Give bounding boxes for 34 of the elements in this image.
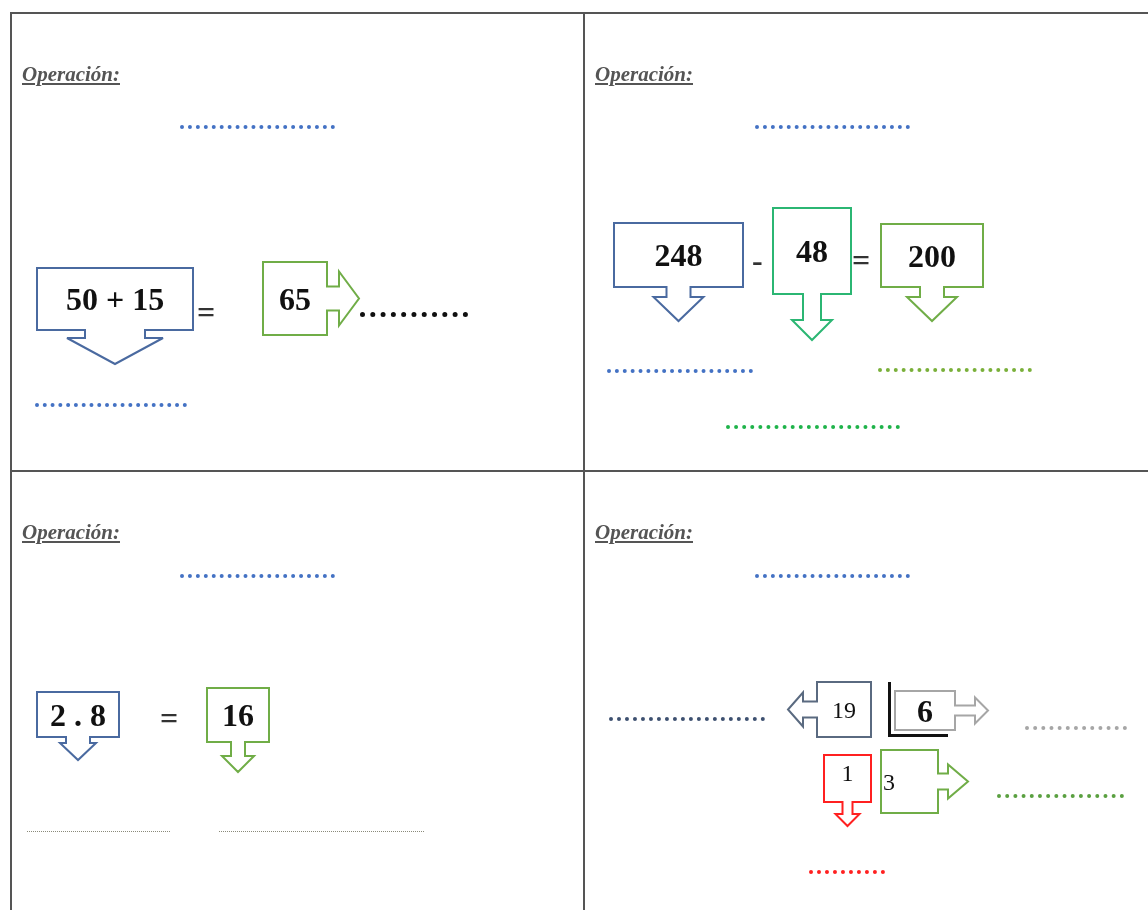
number-text: 200 (908, 239, 956, 272)
heading-text: Operación: (595, 62, 693, 87)
heading-text: Operación: (595, 520, 693, 545)
number-text: 65 (279, 282, 311, 315)
arrow-callout-box (206, 687, 270, 773)
heading-text: Operación: (22, 62, 120, 87)
heading-text: Operación: (22, 520, 120, 545)
arrow-callout-box (880, 223, 984, 322)
number-text: 48 (796, 235, 828, 267)
worksheet-panel (10, 470, 585, 910)
number-text: 1 (841, 761, 854, 785)
number-text: 19 (832, 697, 856, 722)
arrow-callout-box (823, 754, 872, 827)
operator-sign: = (197, 296, 216, 328)
number-text: 6 (917, 694, 933, 727)
arrow-callout-box (36, 691, 120, 761)
arrow-callout-box (36, 267, 194, 365)
number-text: 16 (222, 699, 254, 731)
arrow-callout-box (772, 207, 852, 341)
worksheet-panel (10, 12, 585, 472)
number-text: 2 . 8 (50, 698, 106, 731)
worksheet-panel (583, 12, 1148, 472)
number-text: 50 + 15 (66, 283, 165, 315)
arrow-callout-box (787, 681, 872, 738)
arrow-callout-box (262, 261, 360, 336)
number-text: 3 (883, 769, 895, 794)
arrow-callout-box (894, 690, 989, 731)
operator-sign: = (160, 702, 179, 734)
worksheet-panel (583, 470, 1148, 910)
operator-sign: = (852, 244, 871, 276)
arrow-callout-box (613, 222, 744, 322)
number-text: 248 (654, 239, 703, 271)
arrow-callout-box (880, 749, 969, 814)
operator-sign: - (752, 244, 763, 276)
